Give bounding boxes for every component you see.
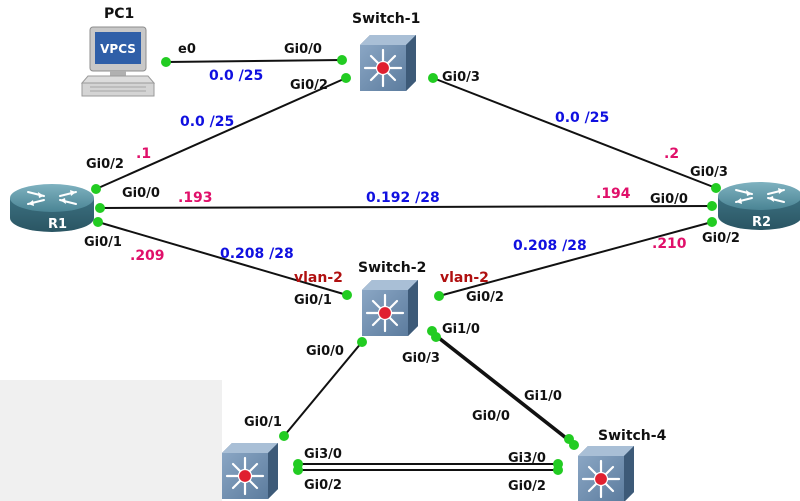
link-r1-r2[interactable] (99, 205, 713, 209)
port-dot-r2-gi03 (711, 183, 721, 193)
vlan-label-sw2-gi01: vlan-2 (294, 270, 343, 286)
port-label-r1-gi01: Gi0/1 (84, 235, 122, 250)
port-label-sw3-gi01: Gi0/1 (244, 415, 282, 430)
port-label-sw4-gi02: Gi0/2 (508, 479, 546, 494)
link-r1-switch1[interactable] (95, 77, 347, 190)
port-dot-sw1-gi03 (428, 73, 438, 83)
port-dot-sw2-gi03 (431, 332, 441, 342)
port-dot-r1-gi01 (93, 217, 103, 227)
link-pc1-switch1[interactable] (165, 59, 343, 63)
port-label-sw1-gi02: Gi0/2 (290, 78, 328, 93)
port-dot-pc1-e0 (161, 57, 171, 67)
port-label-r2-gi02: Gi0/2 (702, 231, 740, 246)
host-addr-r2-gi02: .210 (652, 236, 687, 252)
switch-icon (360, 278, 420, 338)
port-label-sw2-gi02: Gi0/2 (466, 290, 504, 305)
switch-icon (576, 444, 636, 501)
canvas-grey-region (0, 380, 222, 501)
port-dot-sw4-gi02 (553, 465, 563, 475)
port-label-r1-gi00: Gi0/0 (122, 186, 160, 201)
subnet-label-r1-sw1: 0.0 /25 (180, 114, 234, 130)
subnet-label-pc1-sw1: 0.0 /25 (209, 68, 263, 84)
switch3-node[interactable] (220, 441, 280, 501)
host-addr-r2-gi00: .194 (596, 186, 631, 202)
link-r2-switch2[interactable] (438, 221, 713, 297)
subnet-label-r2-sw2: 0.208 /28 (513, 238, 587, 254)
port-dot-r1-gi02 (91, 184, 101, 194)
port-label-sw2-gi10: Gi1/0 (442, 322, 480, 337)
port-label-r1-gi02: Gi0/2 (86, 157, 124, 172)
pc-icon (80, 26, 156, 97)
r2-node[interactable]: R2 (717, 181, 800, 231)
port-label-r2-gi03: Gi0/3 (690, 165, 728, 180)
link-switch2-switch3[interactable] (283, 341, 363, 437)
port-label-sw2-gi00: Gi0/0 (306, 344, 344, 359)
host-addr-r1-gi01: .209 (130, 248, 165, 264)
port-dot-sw2-gi00 (357, 337, 367, 347)
port-dot-r2-gi00 (707, 201, 717, 211)
port-label-sw3-gi30: Gi3/0 (304, 447, 342, 462)
switch4-node[interactable] (576, 444, 636, 501)
subnet-label-sw1-r2: 0.0 /25 (555, 110, 609, 126)
switch1-name-label: Switch-1 (352, 11, 420, 27)
switch-icon (358, 33, 418, 93)
vlan-label-sw2-gi02: vlan-2 (440, 270, 489, 286)
port-label-sw1-gi00: Gi0/0 (284, 42, 322, 57)
port-dot-sw4-gi00 (569, 440, 579, 450)
pc1-name-label: PC1 (104, 6, 134, 22)
host-addr-r1-gi00: .193 (178, 190, 213, 206)
port-label-sw4-gi30: Gi3/0 (508, 451, 546, 466)
port-dot-r2-gi02 (707, 217, 717, 227)
switch1-node[interactable] (358, 33, 418, 93)
host-addr-r2-gi03: .2 (664, 146, 679, 162)
port-dot-sw1-gi02 (341, 73, 351, 83)
pc1-screen-text: VPCS (100, 42, 136, 56)
switch-icon (220, 441, 280, 501)
port-dot-sw1-gi00 (337, 55, 347, 65)
switch2-name-label: Switch-2 (358, 260, 426, 276)
subnet-label-r1-sw2: 0.208 /28 (220, 246, 294, 262)
port-label-sw1-gi03: Gi0/3 (442, 70, 480, 85)
switch4-name-label: Switch-4 (598, 428, 667, 444)
port-label-sw3-gi02: Gi0/2 (304, 478, 342, 493)
port-label-sw4-gi00: Gi0/0 (472, 409, 510, 424)
link-switch2-switch4-double[interactable] (429, 329, 580, 452)
port-label-pc1-e0: e0 (178, 42, 196, 57)
port-dot-r1-gi00 (95, 203, 105, 213)
r1-node[interactable]: R1 (9, 183, 95, 233)
port-label-sw4-gi10: Gi1/0 (524, 389, 562, 404)
r1-name-label: R1 (48, 217, 67, 232)
link-r1-switch2[interactable] (97, 221, 348, 296)
port-label-r2-gi00: Gi0/0 (650, 192, 688, 207)
switch2-node[interactable] (360, 278, 420, 338)
port-dot-sw3-gi02 (293, 465, 303, 475)
host-addr-r1-gi02: .1 (136, 146, 151, 162)
port-dot-sw3-gi01 (279, 431, 289, 441)
link-switch1-r2[interactable] (432, 77, 717, 189)
subnet-label-r1-r2: 0.192 /28 (366, 190, 440, 206)
port-label-sw2-gi03: Gi0/3 (402, 351, 440, 366)
link-switch3-switch4-double[interactable] (297, 463, 559, 471)
pc1-node[interactable]: VPCS (80, 26, 156, 97)
port-dot-sw2-gi02 (434, 291, 444, 301)
port-label-sw2-gi01: Gi0/1 (294, 293, 332, 308)
port-dot-sw2-gi01 (342, 290, 352, 300)
r2-name-label: R2 (752, 215, 771, 230)
